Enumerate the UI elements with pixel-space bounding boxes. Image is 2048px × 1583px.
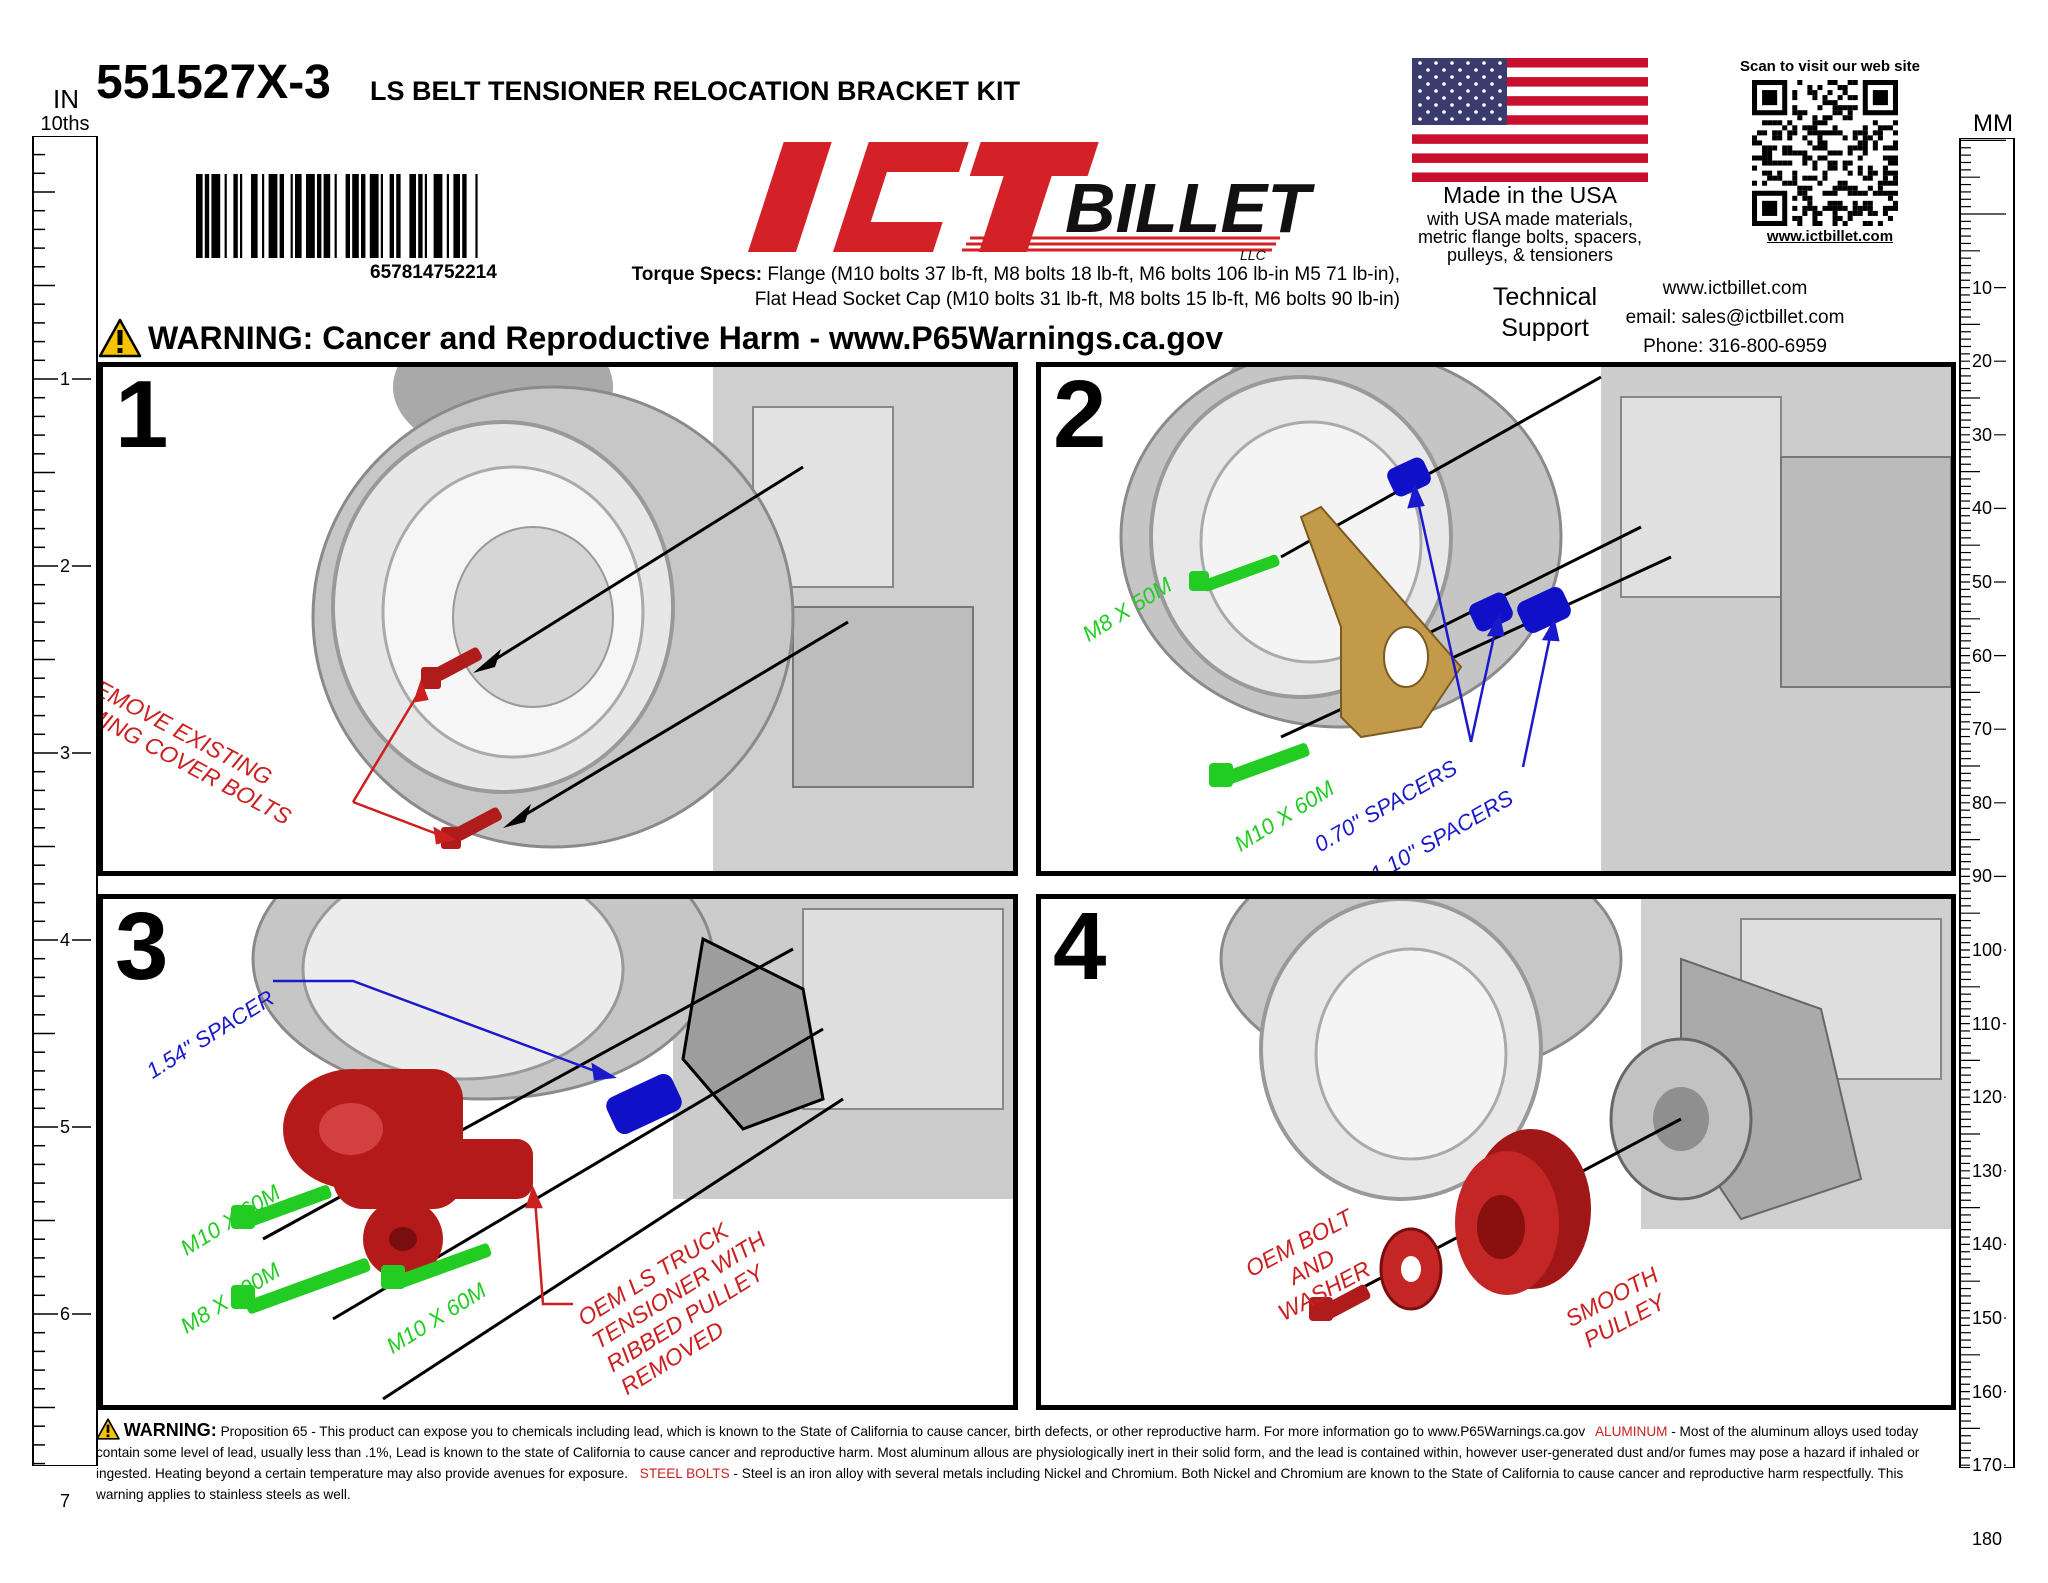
ict-billet-logo: BILLET LLC (747, 142, 1315, 262)
ruler-left-unit: IN (53, 84, 79, 114)
warning-triangle-icon (96, 1418, 120, 1440)
ruler-right-mark: 20 (1970, 351, 1995, 372)
warning-triangle-icon (98, 318, 142, 358)
ruler-left-mark: 3 (58, 743, 73, 763)
logo-llc-text: LLC (1240, 247, 1267, 262)
torque-line-2: Flat Head Socket Cap (M10 bolts 31 lb-ft… (754, 289, 1400, 310)
ruler-right-mark: 80 (1970, 792, 1995, 813)
made-in-usa-line2: with USA made materials, (1426, 209, 1634, 229)
torque-specs: Torque Specs: Flange (M10 bolts 37 lb-ft… (430, 262, 1400, 312)
ruler-right-unit: MM (1973, 110, 2013, 137)
footer-aluminum-label: ALUMINUM (1594, 1424, 1668, 1439)
footer-text-2: - Most of the aluminum alloys used today… (96, 1424, 1920, 1481)
ruler-right-mark: 140 (1970, 1234, 2005, 1255)
engine-illustration-2 (1119, 367, 1951, 871)
made-in-usa-line1: Made in the USA (1443, 182, 1617, 208)
made-in-usa-line4: pulleys, & tensioners (1446, 245, 1614, 265)
ruler-left-mark: 4 (58, 930, 73, 950)
support-phone: Phone: 316-800-6959 (1643, 336, 1827, 357)
ruler-left-mark: 5 (58, 1117, 73, 1137)
barcode-number: 657814752214 (370, 262, 497, 283)
step-number-2: 2 (1053, 362, 1107, 468)
torque-label: Torque Specs: (631, 264, 763, 285)
support-contact: www.ictbillet.com email: sales@ictbillet… (1600, 274, 1870, 361)
step-panel-3: 3 1.54" SPACER M10 X 60M M8 X 100M M10 X… (98, 894, 1018, 1410)
footer-text-3: - Steel is an iron alloy with several me… (96, 1466, 1904, 1502)
ruler-right-mark: 100 (1970, 940, 2005, 960)
ruler-right-mark: 30 (1970, 424, 1995, 445)
logo-billet-text: BILLET (1065, 169, 1315, 247)
support-email[interactable]: email: sales@ictbillet.com (1625, 307, 1845, 328)
support-label: Technical Support (1470, 282, 1620, 344)
ruler-left (32, 136, 98, 1466)
ruler-left-mark: 2 (58, 556, 73, 576)
qr-code[interactable] (1752, 80, 1898, 226)
ruler-right-mark: 90 (1970, 866, 1995, 887)
ruler-right-mark: 160 (1970, 1381, 2005, 1402)
ruler-right-mark: 50 (1970, 572, 1995, 592)
p65-warning-text: WARNING: Cancer and Reproductive Harm - … (148, 319, 1224, 356)
ruler-left-mark: 6 (58, 1304, 73, 1324)
usa-flag-icon (1412, 58, 1648, 182)
footer-steel-label: STEEL BOLTS (639, 1466, 730, 1481)
made-in-usa: Made in the USA with USA made materials,… (1390, 182, 1670, 265)
ruler-right-mark: 70 (1970, 719, 1995, 740)
ruler-left-mark: 7 (58, 1491, 73, 1511)
qr-caption-bottom[interactable]: www.ictbillet.com (1766, 228, 1894, 245)
barcode (196, 174, 478, 258)
step-number-1: 1 (115, 362, 169, 468)
engine-illustration-4 (1219, 899, 1951, 1321)
engine-illustration-3 (231, 899, 1013, 1401)
ruler-right-mark: 150 (1970, 1308, 2005, 1328)
ruler-right-mark: 120 (1970, 1087, 2005, 1108)
step-panel-1: 1 REMOVE EXISTING TIMING COVER BOLTS (98, 362, 1018, 876)
step-panel-2: 2 M8 X 50M M10 X 60M 0.70" SPACERS 1.10"… (1036, 362, 1956, 876)
ruler-right-mark: 180 (1970, 1528, 2005, 1549)
ruler-right-mark: 40 (1970, 498, 1995, 519)
prop65-footer: WARNING: Proposition 65 - This product c… (96, 1418, 1920, 1505)
support-label-1: Technical (1492, 283, 1598, 311)
ruler-left-subunit: 10ths (40, 113, 90, 135)
footer-text-1: Proposition 65 - This product can expose… (220, 1424, 1586, 1439)
ruler-left-mark: 1 (58, 369, 73, 389)
step-panel-4: 4 OEM BOLT AND WASHER SMOOTH PULLEY (1036, 894, 1956, 1410)
engine-illustration-1 (311, 367, 1013, 871)
step-number-4: 4 (1053, 894, 1107, 1000)
ruler-right-mark: 60 (1970, 645, 1995, 666)
ruler-right-mark: 130 (1970, 1160, 2005, 1181)
qr-caption-top: Scan to visit our web site (1739, 58, 1921, 75)
ruler-right-mark: 110 (1970, 1013, 2003, 1034)
support-website[interactable]: www.ictbillet.com (1662, 278, 1808, 299)
ruler-right-mark: 170 (1970, 1455, 2005, 1476)
step-number-3: 3 (115, 894, 169, 1000)
footer-warning-label: WARNING: (123, 1420, 217, 1440)
torque-line-1: Flange (M10 bolts 37 lb-ft, M8 bolts 18 … (767, 264, 1400, 285)
made-in-usa-line3: metric flange bolts, spacers, (1417, 227, 1643, 247)
p65-warning-bar: WARNING: Cancer and Reproductive Harm - … (98, 318, 1223, 358)
support-label-2: Support (1501, 314, 1589, 342)
part-number: 551527X-3 (96, 56, 331, 109)
ruler-right-mark: 10 (1970, 277, 1995, 298)
kit-title: LS BELT TENSIONER RELOCATION BRACKET KIT (370, 76, 1020, 106)
